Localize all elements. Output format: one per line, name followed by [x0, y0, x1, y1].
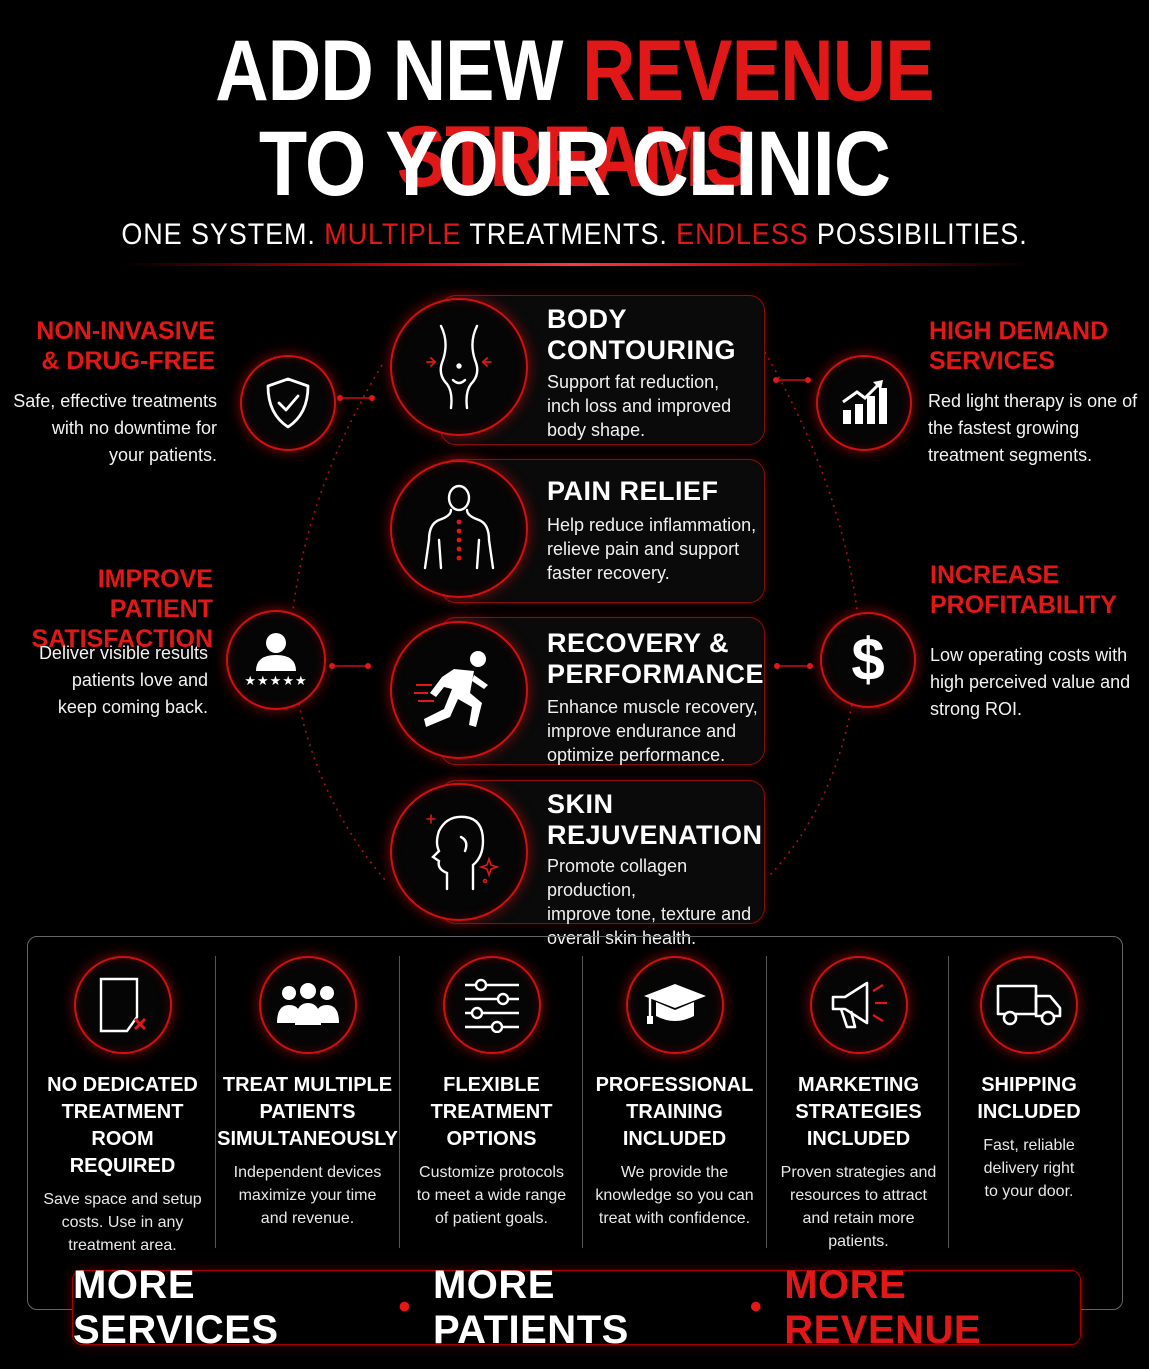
- sliders-icon: [442, 956, 541, 1054]
- benefit-title: NON-INVASIVE& DRUG-FREE: [36, 317, 215, 375]
- treatment-desc: Enhance muscle recovery,improve enduranc…: [547, 697, 758, 765]
- connector-ticks: [332, 379, 810, 667]
- banner-item-revenue: MORE REVENUE: [784, 1262, 982, 1352]
- group-users-icon: [258, 956, 357, 1054]
- banner-separator: •: [749, 1288, 763, 1326]
- megaphone-icon: [809, 956, 908, 1054]
- back-spine-icon: [390, 460, 528, 598]
- divider: [582, 956, 583, 1248]
- treatment-title: RECOVERY &PERFORMANCE: [547, 628, 765, 689]
- body-silhouette-icon: [390, 298, 528, 436]
- star-rating: ★★★★★: [244, 673, 308, 688]
- banner-separator: •: [398, 1288, 411, 1326]
- no-room-icon: [73, 956, 172, 1054]
- divider: [215, 956, 216, 1248]
- bottom-banner: MORE SERVICES • MORE PATIENTS • MORE REV…: [72, 1263, 1081, 1352]
- divider: [948, 956, 949, 1248]
- banner-item-patients: MORE PATIENTS: [432, 1262, 629, 1352]
- user-rating-icon: ★★★★★: [226, 610, 326, 710]
- headline-line-2: TO YOUR CLINIC: [258, 113, 891, 215]
- dollar-icon: $: [820, 612, 916, 708]
- divider: [399, 956, 400, 1248]
- tagline: ONE SYSTEM. MULTIPLE TREATMENTS. ENDLESS…: [121, 218, 1028, 251]
- headline-line-1: ADD NEW REVENUE STREAMS: [215, 23, 934, 205]
- delivery-truck-icon: [980, 956, 1078, 1054]
- treatment-desc: Support fat reduction,inch loss and impr…: [547, 372, 732, 440]
- shield-check-icon: [240, 355, 336, 451]
- treatment-desc: Help reduce inflammation,relieve pain an…: [547, 515, 757, 583]
- growth-chart-icon: [816, 355, 912, 451]
- runner-icon: [390, 621, 528, 759]
- face-profile-icon: [390, 783, 528, 921]
- header-divider: [120, 263, 1029, 266]
- connector-lines: [289, 351, 861, 881]
- treatment-title: PAIN RELIEF: [547, 476, 719, 506]
- banner-item-services: MORE SERVICES: [73, 1262, 279, 1352]
- graduation-cap-icon: [625, 956, 724, 1054]
- divider: [766, 956, 767, 1248]
- treatment-desc: Promote collagen production,improve tone…: [547, 856, 752, 948]
